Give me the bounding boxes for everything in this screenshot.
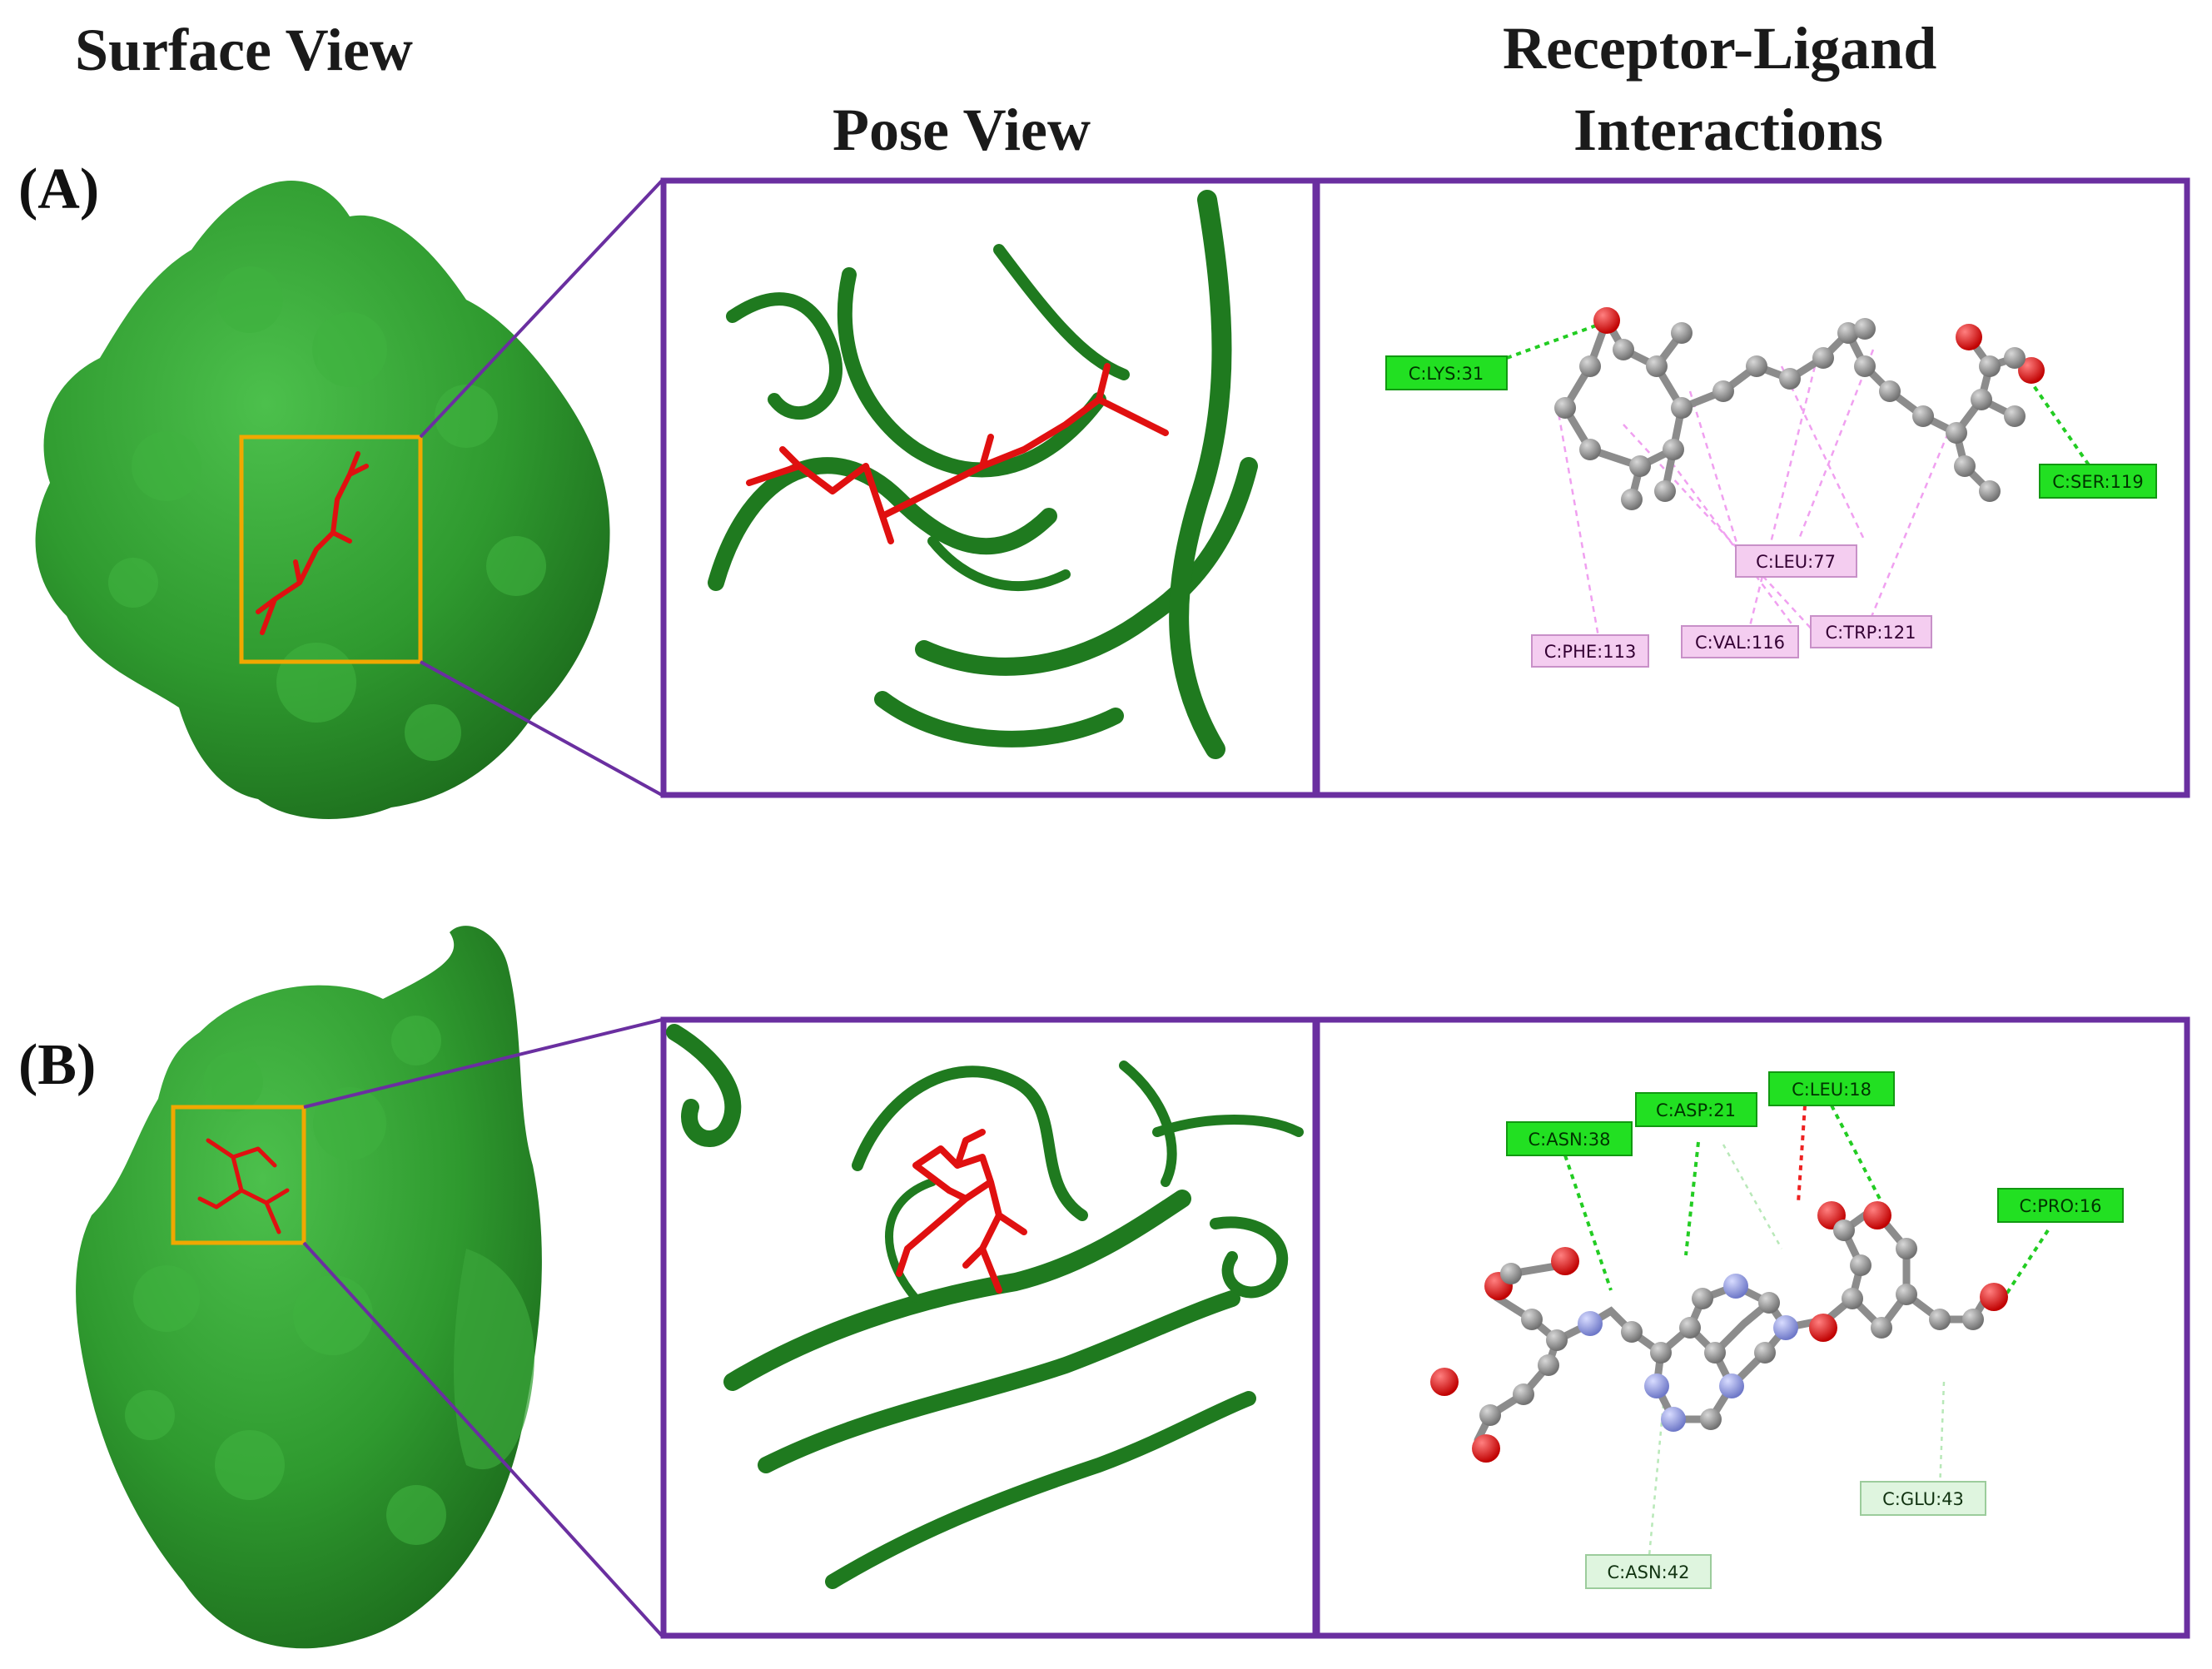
residue-label-leu18: C:LEU:18 [1768,1071,1895,1106]
hbond-lines-a [1506,323,2091,468]
residue-label-glu43: C:GLU:43 [1860,1481,1986,1516]
residue-label-leu77: C:LEU:77 [1735,544,1857,578]
ligand-sticks-surface-b [197,1138,290,1234]
ligand-sticks-surface-a [256,451,369,635]
residue-label-asn42: C:ASN:42 [1585,1554,1712,1589]
panel-b-surface-view [76,926,664,1649]
ribbon-b [666,1024,1304,1589]
zoom-line-a-bottom [420,660,663,797]
panel-b-interactions: C:ASN:38 C:ASP:21 C:LEU:18 C:PRO:16 C:GL… [1314,1016,2190,1639]
hydrophobic-lines-a [1555,349,1950,638]
zoom-line-b-top [303,1018,663,1109]
residue-label-ser119: C:SER:119 [2039,464,2157,499]
residue-label-phe113: C:PHE:113 [1531,634,1649,668]
binding-site-box-a [239,435,423,664]
svg-text:C:LEU:77: C:LEU:77 [1756,552,1836,572]
svg-text:C:LEU:18: C:LEU:18 [1792,1080,1872,1100]
svg-text:C:PHE:113: C:PHE:113 [1544,642,1637,662]
ribbon-a [708,190,1258,759]
panel-a-surface-view [35,179,664,819]
interactions-heading-line1: Receptor-Ligand [1503,15,1937,82]
zoom-line-a-top [419,179,664,439]
residue-label-pro16: C:PRO:16 [1997,1188,2124,1223]
svg-text:C:PRO:16: C:PRO:16 [2020,1196,2102,1216]
panel-b-pose-view [660,1016,1319,1639]
surface-view-heading: Surface View [75,17,413,83]
ligand-atoms-a [1554,307,2045,510]
ligand-sticks-pose-b [896,1129,1027,1294]
ligand-atoms-b [1430,1201,2008,1463]
svg-text:C:ASN:38: C:ASN:38 [1529,1130,1611,1150]
residue-label-val116: C:VAL:116 [1681,625,1799,658]
interactions-heading-line2: Interactions [1573,97,1883,163]
ligand-sticks-pose-a [746,363,1169,544]
zoom-line-b-bottom [302,1241,664,1637]
surface-bumps-a [108,266,546,761]
residue-label-trp121: C:TRP:121 [1810,615,1932,648]
residue-label-asn38: C:ASN:38 [1506,1121,1633,1156]
unfavorable-bond-line-b [1797,1105,1807,1204]
residue-labels-b: C:ASN:38 C:ASP:21 C:LEU:18 C:PRO:16 C:GL… [1506,1071,2124,1589]
svg-text:C:ASN:42: C:ASN:42 [1608,1562,1690,1582]
panel-a-pose-view [660,177,1319,798]
svg-text:C:TRP:121: C:TRP:121 [1826,623,1916,643]
residue-label-asp21: C:ASP:21 [1635,1092,1757,1127]
pose-view-heading: Pose View [833,97,1091,163]
panel-letter-a: (A) [18,157,100,221]
panel-a-interactions: C:LYS:31 C:SER:119 C:LEU:77 C:PHE:113 C:… [1314,177,2190,798]
hbond-lines-b [1563,1105,2050,1309]
svg-text:C:LYS:31: C:LYS:31 [1409,364,1484,384]
pose-frame-b [660,1016,1319,1639]
svg-text:C:GLU:43: C:GLU:43 [1882,1489,1964,1509]
residue-labels-a: C:LYS:31 C:SER:119 C:LEU:77 C:PHE:113 C:… [1385,355,2157,668]
svg-text:C:ASP:21: C:ASP:21 [1656,1100,1736,1120]
binding-site-box-b [171,1105,306,1245]
svg-text:C:VAL:116: C:VAL:116 [1695,633,1785,653]
protein-surface-a [35,180,610,819]
residue-label-lys31: C:LYS:31 [1385,355,1508,390]
svg-text:C:SER:119: C:SER:119 [2052,472,2143,492]
panel-letter-b: (B) [18,1033,97,1097]
protein-surface-b-transparent [454,1249,534,1470]
